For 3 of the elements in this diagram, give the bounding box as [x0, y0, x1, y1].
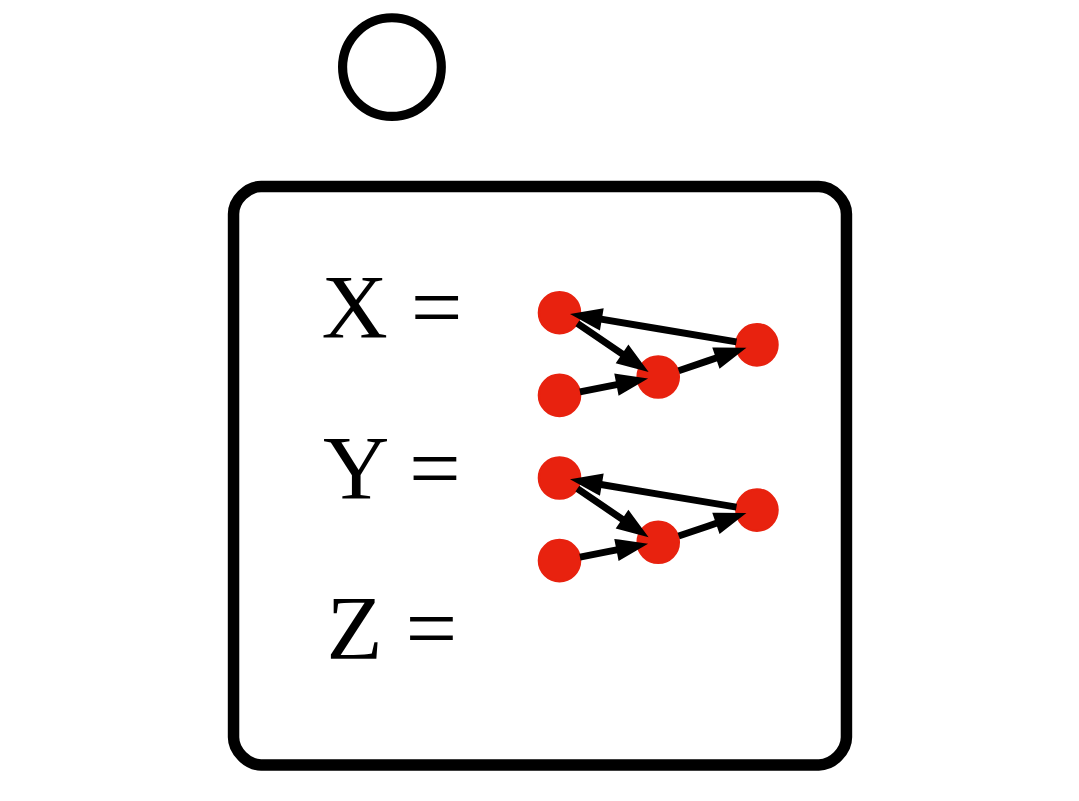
label: Y =	[322, 416, 461, 519]
label: X =	[320, 255, 462, 358]
label: Z =	[326, 577, 457, 680]
